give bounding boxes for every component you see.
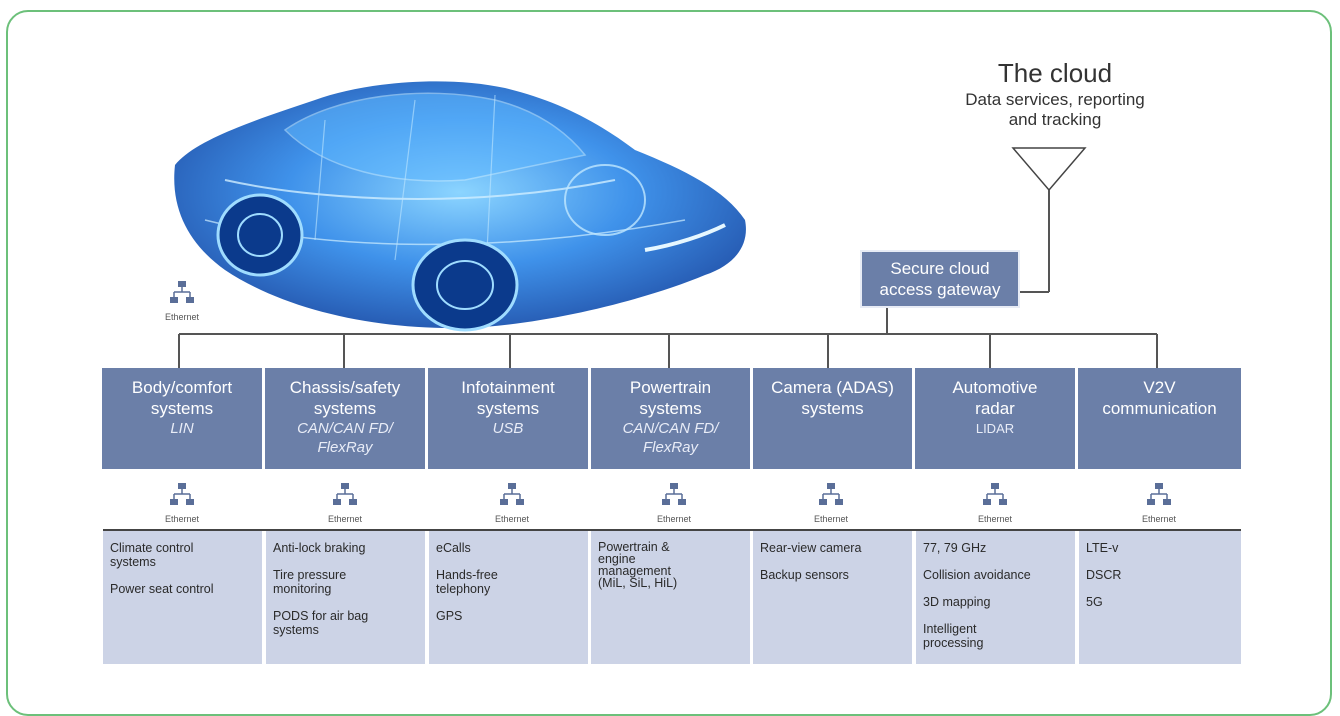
system-protocol: CAN/CAN FD/ FlexRay [297, 420, 393, 456]
feature-item: eCalls [436, 541, 471, 555]
ethernet-icon-standalone: Ethernet [152, 280, 212, 322]
cloud-title: The cloud [997, 58, 1113, 88]
secure-cloud-gateway: Secure cloud access gateway [860, 250, 1020, 308]
feature-item: Anti-lock braking [273, 541, 366, 555]
antenna-icon [1011, 147, 1087, 192]
ethernet-label: Ethernet [164, 514, 200, 524]
feature-item: 77, 79 GHz [923, 541, 987, 555]
system-box-v2v: V2V communication [1078, 368, 1241, 469]
ethernet-network-icon [819, 483, 843, 505]
system-box-powertrain: Powertrain systems CAN/CAN FD/ FlexRay [591, 368, 750, 469]
ethernet-network-icon [983, 483, 1007, 505]
system-box-body-comfort: Body/comfort systems LIN [102, 368, 262, 469]
feature-item: Rear-view camera [760, 541, 862, 555]
feature-panel-camera: Rear-view camera Backup sensors [753, 531, 912, 664]
system-protocol: CAN/CAN FD/ FlexRay [622, 420, 719, 456]
system-box-infotainment: Infotainment systems USB [428, 368, 588, 469]
car-wireframe-illustration [174, 81, 746, 332]
ethernet-icon-radar: Ethernet [965, 482, 1025, 524]
ethernet-label: Ethernet [656, 514, 692, 524]
cloud-subtitle: Data services, reporting and tracking [965, 90, 1145, 129]
feature-panel-body: Climate control systems Power seat contr… [103, 531, 262, 664]
system-protocol: USB [492, 420, 524, 437]
ethernet-icon-v2v: Ethernet [1129, 482, 1189, 524]
ethernet-label: Ethernet [977, 514, 1013, 524]
feature-item: Tire pressure monitoring [273, 568, 347, 596]
ethernet-network-icon [500, 483, 524, 505]
ethernet-network-icon [662, 483, 686, 505]
ethernet-label: Ethernet [813, 514, 849, 524]
feature-panel-chassis: Anti-lock braking Tire pressure monitori… [266, 531, 425, 664]
feature-item: Intelligent processing [923, 622, 984, 650]
system-box-chassis-safety: Chassis/safety systems CAN/CAN FD/ FlexR… [265, 368, 425, 469]
ethernet-icon-camera: Ethernet [801, 482, 861, 524]
feature-panel-powertrain: Powertrain & engine management (MiL, SiL… [591, 531, 750, 664]
feature-item: 3D mapping [923, 595, 991, 609]
system-protocol: LIN [170, 420, 194, 437]
ethernet-label: Ethernet [327, 514, 363, 524]
ethernet-icon-infotainment: Ethernet [482, 482, 542, 524]
system-name: Infotainment systems [461, 378, 555, 418]
feature-panel-v2v: LTE-v DSCR 5G [1079, 531, 1241, 664]
ethernet-network-icon [170, 281, 194, 303]
feature-item: 5G [1086, 595, 1103, 609]
feature-item: Collision avoidance [923, 568, 1031, 582]
feature-item: Backup sensors [760, 568, 849, 582]
feature-item: Power seat control [110, 582, 214, 596]
system-name: Powertrain systems [629, 378, 712, 418]
ethernet-icon-powertrain: Ethernet [644, 482, 704, 524]
feature-item: GPS [436, 609, 463, 623]
ethernet-label: Ethernet [164, 312, 200, 322]
feature-item: DSCR [1086, 568, 1122, 582]
ethernet-network-icon [170, 483, 194, 505]
feature-item: Hands-free telephony [436, 568, 498, 596]
feature-panel-infotainment: eCalls Hands-free telephony GPS [429, 531, 588, 664]
ethernet-icon-body: Ethernet [152, 482, 212, 524]
ethernet-label: Ethernet [494, 514, 530, 524]
ethernet-label: Ethernet [1141, 514, 1177, 524]
ethernet-icon-chassis: Ethernet [315, 482, 375, 524]
ethernet-network-icon [333, 483, 357, 505]
system-name: Body/comfort systems [131, 378, 233, 418]
feature-item: Powertrain & engine management (MiL, SiL… [598, 540, 678, 590]
system-name: V2V communication [1102, 378, 1217, 418]
divider-line [103, 529, 1241, 531]
ethernet-network-icon [1147, 483, 1171, 505]
feature-item: PODS for air bag systems [273, 609, 369, 637]
system-box-camera-adas: Camera (ADAS) systems [753, 368, 912, 469]
feature-item: LTE-v [1086, 541, 1119, 555]
system-box-automotive-radar: Automotive radar LIDAR [915, 368, 1075, 469]
system-name: Automotive radar [952, 378, 1038, 418]
feature-item: Climate control systems [110, 541, 194, 569]
system-protocol: LIDAR [975, 421, 1015, 436]
feature-panel-radar: 77, 79 GHz Collision avoidance 3D mappin… [916, 531, 1075, 664]
system-name: Chassis/safety systems [289, 378, 401, 418]
system-name: Camera (ADAS) systems [771, 378, 894, 418]
